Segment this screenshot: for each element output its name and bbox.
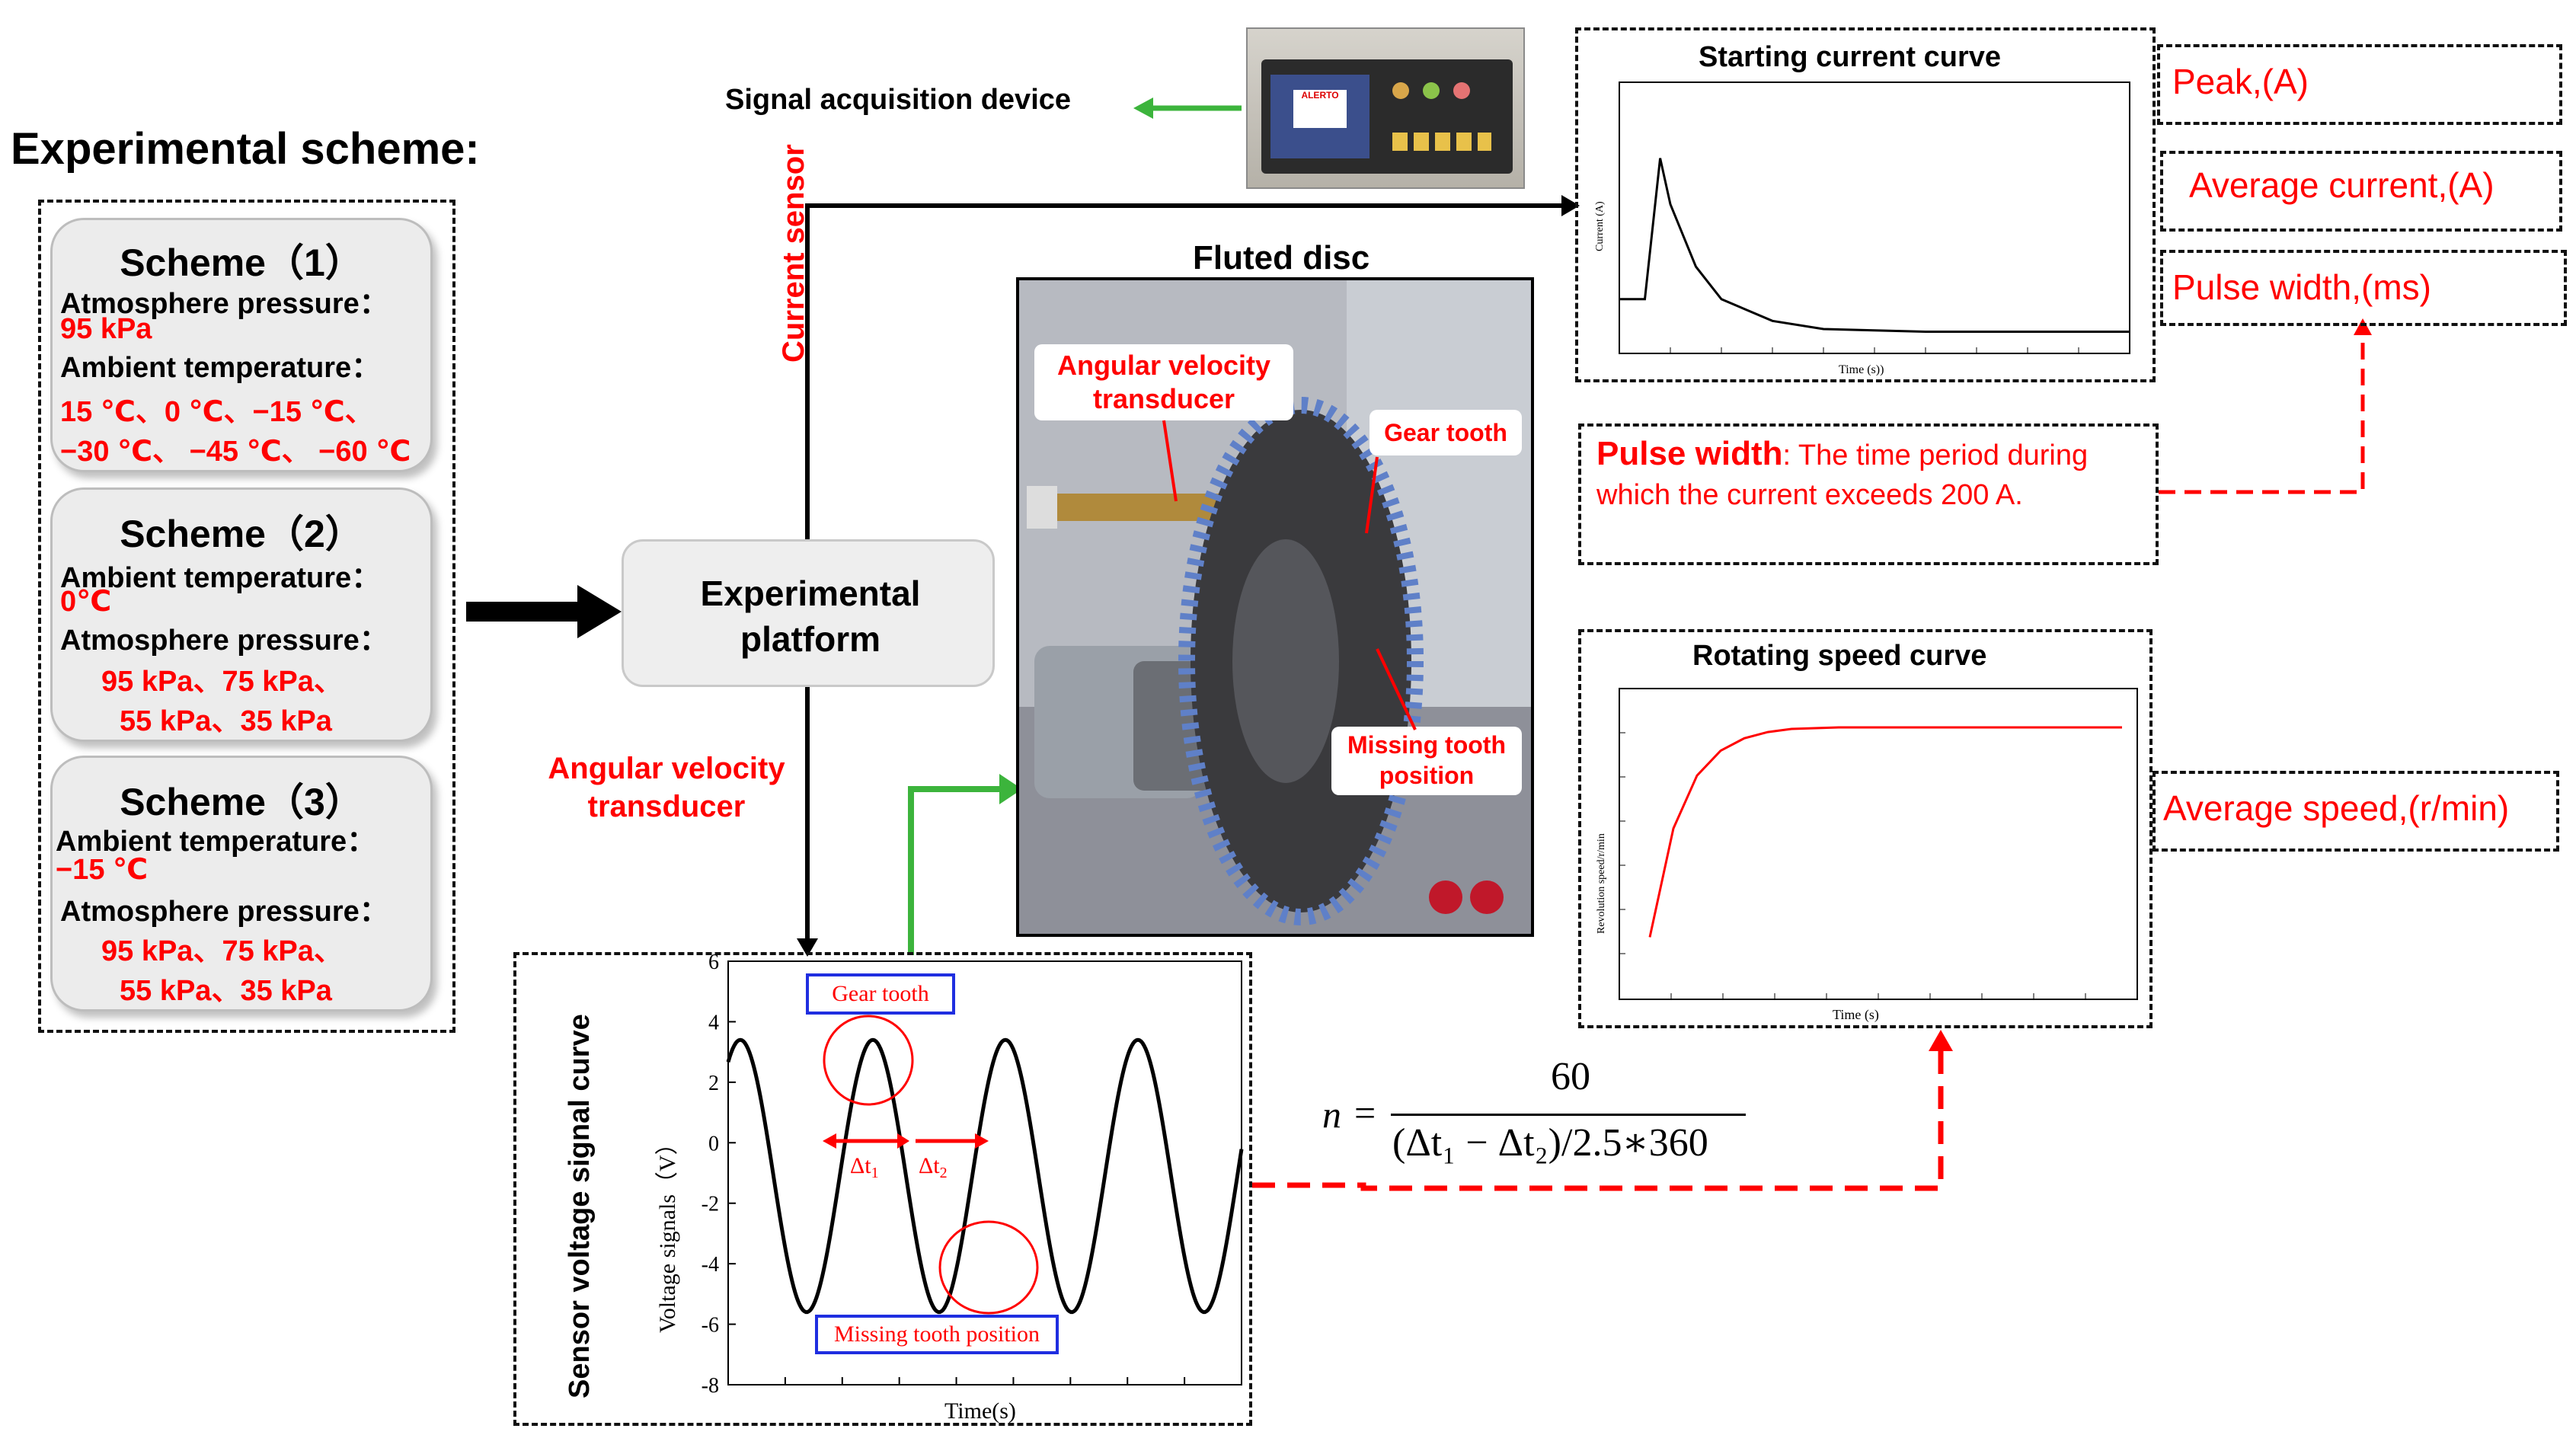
pulse-definition-term: Pulse width — [1596, 435, 1783, 472]
gear-tooth-label: Gear tooth — [806, 973, 955, 1015]
scheme-3-line-1: Ambient temperature： — [56, 826, 376, 858]
scheme-3-line-5: 55 kPa、35 kPa — [120, 975, 332, 1007]
starting-current-line — [1619, 158, 2130, 333]
gear-tooth-circle — [823, 1015, 914, 1106]
pulse-width-label: Pulse width,(ms) — [2172, 267, 2431, 307]
sensor-voltage-chart: Voltage signals（V） Time(s) 6420-2-4-6-8 … — [655, 952, 1244, 1424]
oscilloscope-image: ALERTO — [1246, 27, 1525, 189]
scheme-2-line-5: 55 kPa、35 kPa — [120, 705, 332, 737]
scheme-3-line-2: −15 ℃ — [56, 854, 149, 886]
peak-box — [2157, 44, 2562, 125]
sensor-voltage-line — [726, 1037, 1244, 1315]
scheme-3-line-3: Atmosphere pressure： — [60, 896, 388, 928]
starting-current-chart: Current (A) Time (s)) — [1594, 81, 2130, 376]
missing-tooth-label: Missing tooth position — [815, 1315, 1059, 1354]
average-current-box — [2160, 151, 2562, 232]
sensor-ylabel: Voltage signals（V） — [655, 1132, 680, 1333]
scheme-panel — [38, 200, 455, 1033]
scheme-3-line-4: 95 kPa、75 kPa、 — [101, 935, 343, 967]
pulse-definition-box — [1578, 423, 2159, 565]
missing-tooth-circle — [938, 1220, 1039, 1315]
formula-lhs: n — [1322, 1093, 1341, 1136]
sensor-xlabel: Time(s) — [944, 1398, 1016, 1424]
dt2-label: Δt2 — [919, 1153, 948, 1181]
page-title: Experimental scheme: — [11, 124, 480, 174]
current-sensor-label: Current sensor — [777, 144, 810, 363]
average-speed-label: Average speed,(r/min) — [2163, 788, 2510, 828]
starting-current-panel — [1575, 27, 2156, 382]
scheme-2-line-4: 95 kPa、75 kPa、 — [101, 666, 343, 698]
average-current-label: Average current,(A) — [2189, 165, 2495, 205]
scheme-1-line-1: Atmosphere pressure： — [60, 288, 388, 320]
formula-fraction-bar — [1391, 1114, 1746, 1116]
rotating-speed-xlabel: Time (s) — [1833, 1007, 1879, 1023]
scheme-1-line-4: 15 ℃、0 ℃、−15 ℃、 — [60, 396, 374, 428]
dt1-label: Δt1 — [850, 1153, 879, 1181]
scheme-3-card: Scheme（3） Ambient temperature： −15 ℃ Atm… — [50, 756, 433, 1012]
average-speed-box — [2153, 771, 2559, 852]
formula-eq: = — [1354, 1091, 1376, 1134]
pulse-width-box — [2160, 250, 2567, 326]
scheme-1-line-3: Ambient temperature： — [60, 352, 381, 384]
rotating-speed-ylabel: Revolution speed/r/min — [1596, 833, 1607, 934]
rotating-speed-line — [1648, 726, 2122, 938]
starting-current-xlabel: Time (s)) — [1839, 363, 1884, 376]
starting-current-ylabel: Current (A) — [1594, 201, 1606, 251]
experimental-platform-label: Experimental platform — [700, 574, 921, 659]
callout-missing-tooth: Missing tooth position — [1331, 727, 1522, 795]
scheme-1-line-5: −30 ℃、 −45 ℃、 −60 ℃ — [60, 436, 411, 468]
fluted-disc-title: Fluted disc — [1193, 239, 1370, 276]
scheme-2-title: Scheme（2） — [120, 513, 363, 555]
pulse-definition-body: : The time period during which the curre… — [1596, 439, 2089, 511]
scheme-2-line-1: Ambient temperature： — [60, 562, 381, 594]
formula-denominator: (Δt₁ − Δt₂)/2.5∗360 — [1392, 1121, 1708, 1165]
speed-formula: n = 60 (Δt₁ − Δt₂)/2.5∗360 — [1322, 1054, 1764, 1176]
callout-angular-transducer: Angular velocity transducer — [1034, 344, 1293, 420]
sensor-y-tick-label: 4 — [708, 1011, 719, 1034]
rotating-speed-panel — [1578, 629, 2153, 1028]
scheme-2-line-2: 0℃ — [60, 586, 112, 618]
scheme-1-title: Scheme（1） — [120, 241, 363, 284]
scheme-3-title: Scheme（3） — [120, 781, 363, 823]
callout-pointers — [1162, 420, 1417, 730]
sensor-curve-title: Sensor voltage signal curve — [564, 1014, 596, 1398]
sensor-y-tick-label: -8 — [702, 1374, 719, 1398]
formula-numerator: 60 — [1551, 1055, 1590, 1098]
sensor-y-tick-label: 2 — [708, 1072, 719, 1095]
sensor-y-tick-label: 0 — [708, 1132, 719, 1155]
scheme-to-platform-arrow — [466, 585, 622, 638]
rotating-speed-title: Rotating speed curve — [1692, 640, 1987, 672]
signal-acquisition-label: Signal acquisition device — [725, 84, 1072, 116]
scheme-1-card: Scheme（1） Atmosphere pressure： 95 kPa Am… — [50, 218, 433, 472]
callout-gear-tooth: Gear tooth — [1369, 410, 1522, 455]
sensor-y-tick-label: -2 — [702, 1193, 719, 1216]
fluted-disc-photo: Angular velocity transducer Gear tooth M… — [1016, 277, 1534, 937]
sensor-y-tick-label: -4 — [702, 1253, 719, 1277]
starting-current-title: Starting current curve — [1699, 41, 2001, 73]
angular-transducer-label: Angular velocity transducer — [548, 752, 785, 823]
sensor-y-tick-label: 6 — [708, 952, 719, 974]
scheme-2-card: Scheme（2） Ambient temperature： 0℃ Atmosp… — [50, 487, 433, 742]
peak-label: Peak,(A) — [2172, 62, 2309, 101]
scheme-1-line-2: 95 kPa — [60, 313, 152, 345]
pulse-definition-text: Pulse width: The time period during whic… — [1596, 434, 2145, 515]
rotating-speed-chart: Revolution speed/r/min Time (s) — [1596, 688, 2138, 1023]
sensor-y-tick-label: -6 — [702, 1314, 719, 1338]
oscilloscope-screen: ALERTO — [1270, 75, 1369, 158]
oscilloscope-logo: ALERTO — [1293, 90, 1347, 128]
scheme-2-line-3: Atmosphere pressure： — [60, 625, 388, 657]
experimental-platform-box: Experimental platform — [622, 539, 995, 687]
sensor-curve-panel — [513, 952, 1252, 1426]
oscilloscope-knobs — [1385, 76, 1499, 160]
